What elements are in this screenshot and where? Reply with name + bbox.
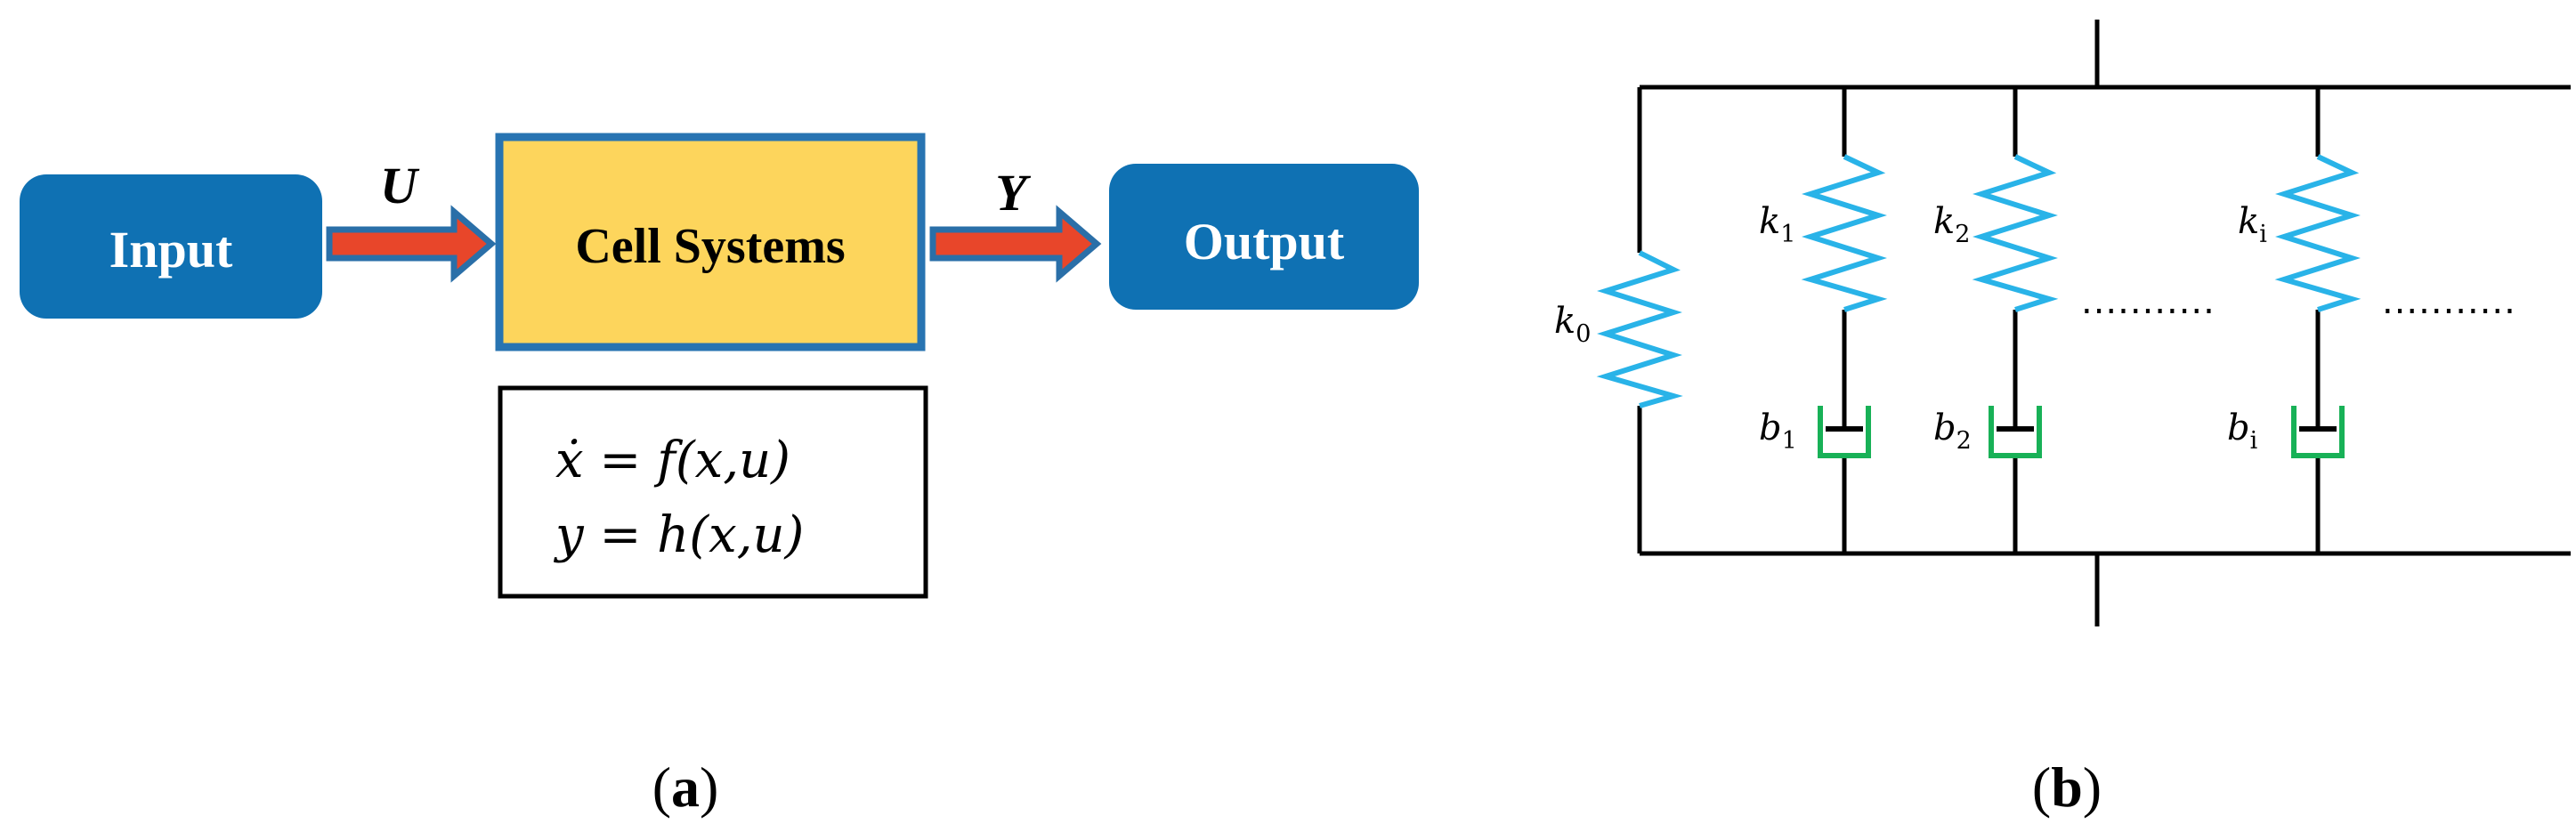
label-k2: k2 [1933, 201, 1970, 248]
spring-ki [2274, 154, 2361, 312]
label-ki: ki [2238, 201, 2267, 248]
input-arrow [326, 205, 497, 283]
spring-k1 [1801, 154, 1888, 312]
label-k0: k0 [1554, 301, 1591, 348]
panel-b [1637, 20, 2571, 626]
spring-k0 [1596, 250, 1683, 408]
output-arrow [929, 205, 1102, 283]
damper-b2 [1989, 406, 2042, 458]
caption-a-letter: a [671, 755, 700, 819]
input-label: Input [109, 221, 233, 279]
system-label: Cell Systems [575, 219, 845, 274]
damper-bi [2291, 406, 2345, 458]
ellipsis-middle: ........... [2081, 281, 2216, 322]
damper-b1 [1818, 406, 1871, 458]
label-bi: bi [2227, 408, 2258, 455]
output-signal-label: Y [995, 164, 1031, 222]
panel-a: Input U Cell Systems Y Output ẋ = f(x,u)… [20, 133, 1419, 819]
input-box [20, 174, 322, 319]
spring-k2 [1972, 154, 2059, 312]
output-label: Output [1184, 213, 1345, 271]
output-equation: y = h(x,u) [553, 506, 804, 564]
equation-box [498, 385, 928, 599]
state-equation: ẋ = f(x,u) [555, 432, 790, 489]
input-signal-label: U [380, 157, 420, 214]
ellipsis-right: ........... [2382, 281, 2516, 322]
output-box [1109, 164, 1419, 310]
caption-b: (b) [2032, 755, 2102, 819]
caption-b-letter: b [2051, 755, 2083, 819]
label-k1: k1 [1759, 201, 1795, 248]
label-b2: b2 [1933, 408, 1972, 455]
dampers [1818, 406, 2345, 458]
label-b1: b1 [1759, 408, 1797, 455]
caption-a: (a) [652, 755, 719, 819]
springs [1596, 154, 2361, 408]
system-box [495, 133, 926, 351]
